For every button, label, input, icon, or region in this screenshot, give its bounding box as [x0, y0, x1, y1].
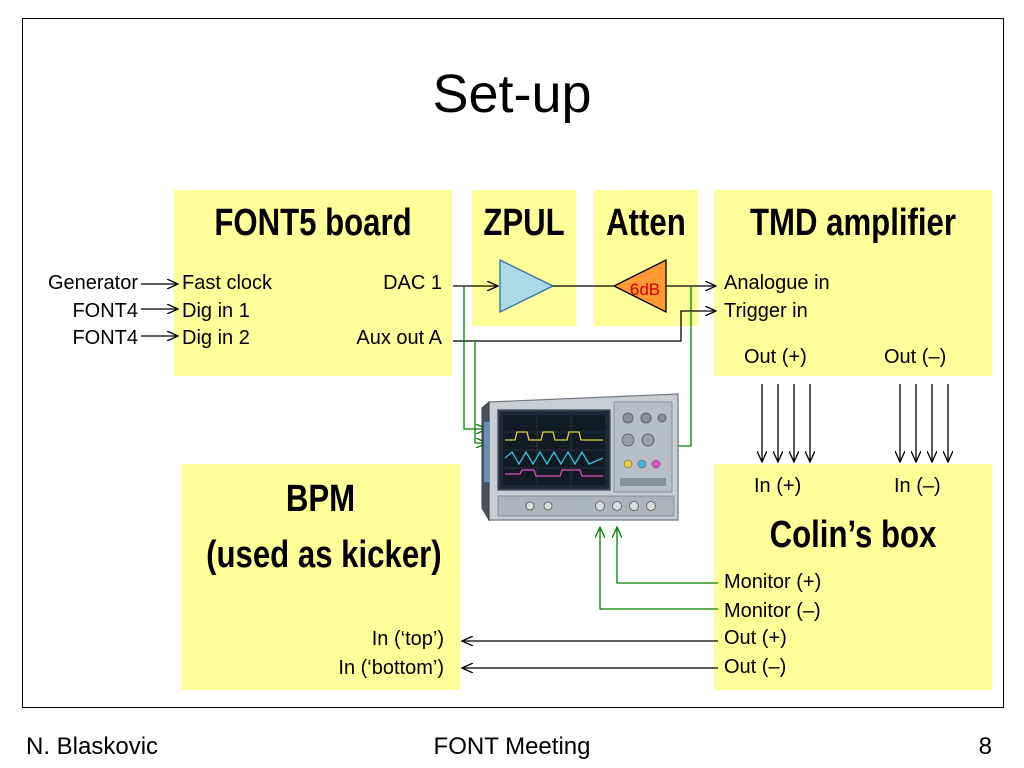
tmd-amplifier-box: TMD amplifier Analogue in Trigger in Out…: [714, 190, 992, 376]
bpm-box: BPM (used as kicker) In (‘top’) In (‘bot…: [181, 464, 460, 690]
atten-gain-label: 6dB: [630, 280, 660, 299]
footer-page-number: 8: [978, 733, 992, 760]
port-colin-out-plus: Out (+): [724, 627, 787, 649]
wire-aux-trigger: [453, 311, 716, 342]
port-dig-in-1: Dig in 1: [182, 300, 250, 322]
source-font4-b: FONT4: [72, 327, 138, 349]
atten-box: Atten: [594, 190, 698, 326]
footer-meeting: FONT Meeting: [433, 733, 591, 760]
wire-monitor-plus-scope: [617, 527, 718, 584]
zpul-title: ZPUL: [483, 202, 565, 244]
colins-box: In (+) In (–) Colin’s box Monitor (+) Mo…: [714, 464, 992, 690]
port-in-plus: In (+): [754, 475, 802, 497]
slide-title: Set-up: [432, 64, 592, 124]
port-monitor-minus: Monitor (–): [724, 600, 821, 622]
port-colin-out-minus: Out (–): [724, 656, 787, 678]
amplifier-triangle-icon: [499, 258, 555, 314]
port-aux-out-a: Aux out A: [356, 327, 442, 349]
port-dac-1: DAC 1: [383, 272, 442, 294]
zpul-box: ZPUL: [472, 190, 576, 326]
bpm-title: BPM: [285, 478, 356, 520]
oscilloscope-icon: [481, 393, 679, 522]
tmd-amplifier-title: TMD amplifier: [749, 202, 957, 244]
port-analogue-in: Analogue in: [724, 272, 830, 294]
bpm-subtitle: (used as kicker): [206, 534, 442, 576]
font5-board-title: FONT5 board: [214, 202, 412, 244]
wire-monitor-minus-scope: [600, 527, 718, 610]
port-monitor-plus: Monitor (+): [724, 571, 822, 593]
port-out-plus: Out (+): [744, 346, 807, 368]
port-in-top: In (‘top’): [371, 628, 444, 650]
slide-frame: [22, 18, 1004, 708]
source-font4-a: FONT4: [72, 300, 138, 322]
port-out-minus: Out (–): [884, 346, 947, 368]
atten-title: Atten: [606, 202, 686, 244]
tmd-to-colin-wires: [762, 384, 948, 462]
port-trigger-in: Trigger in: [724, 300, 808, 322]
port-in-minus: In (–): [894, 475, 941, 497]
colins-box-title: Colin’s box: [769, 514, 937, 556]
footer-author: N. Blaskovic: [26, 733, 159, 760]
port-fast-clock: Fast clock: [182, 272, 273, 294]
wire-tap-dac-scope: [463, 286, 487, 429]
font5-board-box: FONT5 board Fast clock Dig in 1 Dig in 2…: [174, 190, 452, 376]
source-generator: Generator: [47, 272, 138, 294]
port-dig-in-2: Dig in 2: [182, 327, 250, 349]
port-in-bottom: In (‘bottom’): [338, 657, 444, 679]
